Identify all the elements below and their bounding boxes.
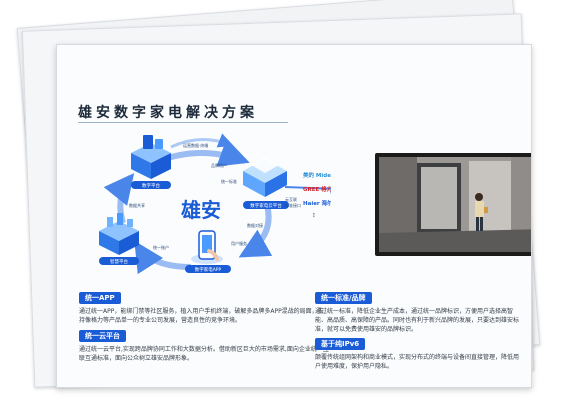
node-label: 数字家电云平台 (250, 202, 282, 209)
arrow-label: 数据对接 (247, 222, 263, 228)
brand-midea: 美的 Midea (303, 171, 331, 179)
cycle-arrow (134, 240, 192, 275)
cycle-arrow (284, 183, 331, 194)
section-tag: 统一APP (79, 292, 121, 304)
cycle-arrow (170, 133, 234, 149)
cycle-arrow (157, 138, 250, 167)
node-digital-platform: 数字平台 (131, 135, 171, 189)
node-app: 数字家电APP (185, 230, 231, 273)
arrow-label: 品牌用户 (211, 162, 227, 168)
cycle-arrow (238, 204, 273, 258)
section-unified-standard: 统一标准/品牌 通过统一标准，降低企业生产成本，通过统一品牌标识，方便用户选择高… (315, 285, 521, 334)
arrow-label: 云互联 (285, 196, 297, 202)
section-text: 通过统一云平台,实现跨品牌协同工作和大数据分析。借助新区巨大的市场需求,面向企业… (79, 346, 329, 362)
photo-scene (379, 157, 531, 252)
arrow-label: 数据共享 (129, 202, 145, 208)
arrow-label: 标准接口 (285, 202, 301, 208)
arrow-label: 统一账户 (153, 244, 169, 250)
node-label: 数字平台 (142, 182, 160, 189)
section-unified-app: 统一APP 通过统一APP，能绑门禁等社区服务，植入用户手机终端，破解多品牌多A… (79, 285, 329, 325)
node-label: 智慧平台 (110, 258, 128, 265)
brands-more: ⋮ (311, 212, 317, 219)
section-ipv6: 基于纯IPv6 颠覆传统组网架构和商业模式，实现分布式的终端与设备间直接管理，降… (315, 331, 521, 371)
node-cloud-platform: 数字家电云平台 (243, 157, 289, 209)
title-underline (78, 122, 288, 123)
solution-diagram: 雄安 数字平台 数字家电云平台 智慧平台 (99, 133, 331, 275)
node-smart-platform: 智慧平台 (99, 213, 139, 265)
arrow-label: 运营数据·终端 (183, 142, 208, 148)
section-text: 通过统一标准，降低企业生产成本，通过统一品牌标识，方便用户选择高智能、高品质、高… (315, 308, 520, 333)
page-title: 雄安数字家电解决方案 (78, 105, 258, 121)
demo-photo (375, 153, 531, 256)
document-page: 雄安数字家电解决方案 雄安 数字平台 (56, 44, 532, 388)
brand-gree: GREE 格力 (303, 185, 331, 193)
node-label: 数字家电APP (195, 266, 222, 273)
brand-haier: Haier 海尔 (303, 199, 331, 207)
section-tag: 统一标准/品牌 (315, 292, 372, 304)
section-tag: 基于纯IPv6 (315, 338, 366, 350)
arrow-label: 用户服务 (231, 240, 247, 246)
section-text: 通过统一APP，能绑门禁等社区服务，植入用户手机终端，破解多品牌多APP混战的局… (79, 308, 324, 324)
hub-label: 雄安 (180, 198, 221, 222)
arrow-label: 统一标准 (221, 178, 237, 184)
section-text: 颠覆传统组网架构和商业模式，实现分布式的终端与设备间直接管理，降低用户使用难度，… (315, 354, 520, 370)
section-unified-cloud: 统一云平台 通过统一云平台,实现跨品牌协同工作和大数据分析。借助新区巨大的市场需… (79, 323, 329, 363)
section-tag: 统一云平台 (79, 330, 126, 342)
